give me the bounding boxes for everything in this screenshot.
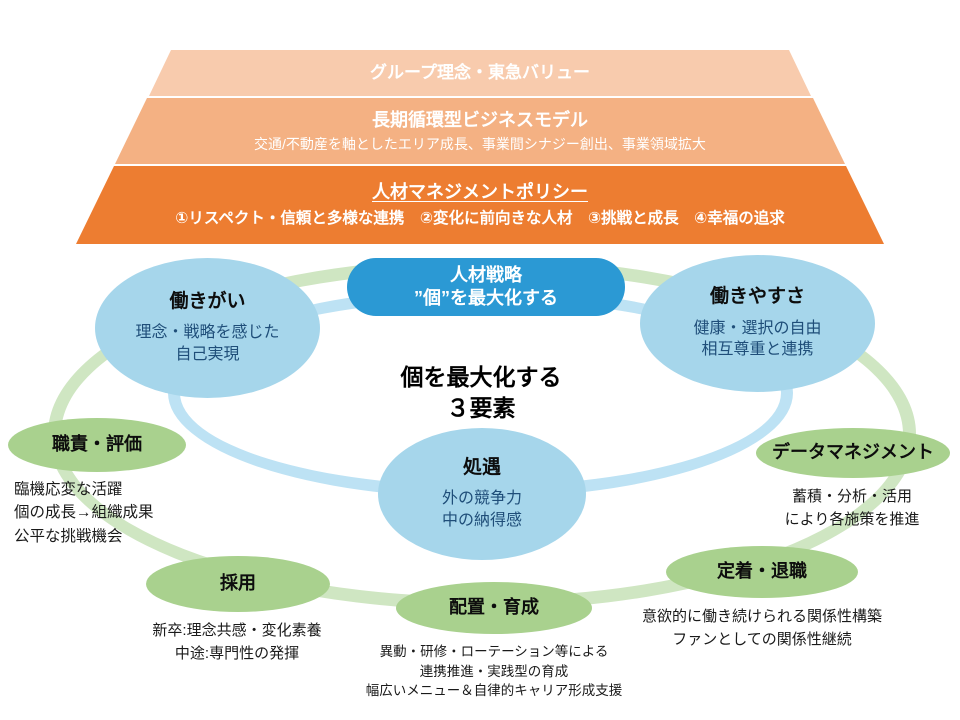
pyramid-layer-business-model: 長期循環型ビジネスモデル 交通/不動産を軸としたエリア成長、事業間シナジー創出、… bbox=[115, 98, 845, 164]
node-responsibility-evaluation: 職責・評価 bbox=[8, 418, 186, 472]
node-ease-of-working: 働きやすさ 健康・選択の自由 相互尊重と連携 bbox=[640, 255, 875, 392]
pyramid-layer-hr-policy: 人材マネジメントポリシー ①リスペクト・信頼と多様な連携 ②変化に前向きな人材 … bbox=[76, 166, 884, 244]
node-data-management-title: データマネジメント bbox=[772, 442, 934, 463]
node-placement-development-desc: 異動・研修・ローテーション等による 連携推進・実践型の育成 幅広いメニュー＆自律… bbox=[365, 644, 623, 699]
node-responsibility-evaluation-desc: 臨機応変な活躍 個の成長→組織成果 公平な挑戦機会 bbox=[14, 481, 154, 545]
node-placement-development-title: 配置・育成 bbox=[449, 597, 539, 618]
pyramid-layer-2-title: 長期循環型ビジネスモデル bbox=[372, 110, 588, 131]
node-job-satisfaction-desc: 理念・戦略を感じた 自己実現 bbox=[135, 324, 280, 363]
node-responsibility-evaluation-title: 職責・評価 bbox=[52, 434, 142, 455]
pyramid-layer-group-philosophy: グループ理念・東急バリュー bbox=[149, 50, 811, 96]
hr-strategy-subtitle: ”個”を最大化する bbox=[414, 288, 558, 308]
hr-strategy-box: 人材戦略 ”個”を最大化する bbox=[347, 258, 625, 316]
node-recruitment: 採用 bbox=[146, 556, 330, 612]
node-data-management: データマネジメント bbox=[756, 428, 950, 478]
node-job-satisfaction: 働きがい 理念・戦略を感じた 自己実現 bbox=[95, 258, 320, 398]
hr-strategy-title: 人材戦略 bbox=[450, 264, 522, 285]
node-compensation: 処遇 外の競争力 中の納得感 bbox=[378, 428, 586, 560]
node-job-satisfaction-title: 働きがい bbox=[169, 290, 246, 312]
node-recruitment-title: 採用 bbox=[220, 573, 256, 594]
node-ease-of-working-desc: 健康・選択の自由 相互尊重と連携 bbox=[693, 319, 822, 359]
pyramid-layer-2-subtitle: 交通/不動産を軸としたエリア成長、事業間シナジー創出、事業領域拡大 bbox=[254, 135, 706, 152]
node-retention-turnover-desc: 意欲的に働き続けられる関係性構築 ファンとしての関係性継続 bbox=[641, 608, 882, 648]
pyramid-layer-3-title: 人材マネジメントポリシー bbox=[372, 182, 588, 203]
node-retention-turnover: 定着・退職 bbox=[666, 546, 858, 598]
node-compensation-title: 処遇 bbox=[462, 456, 501, 478]
node-retention-turnover-title: 定着・退職 bbox=[717, 561, 807, 582]
node-recruitment-desc: 新卒:理念共感・変化素養 中途:専門性の発揮 bbox=[152, 622, 322, 662]
pyramid-layer-1-title: グループ理念・東急バリュー bbox=[370, 63, 590, 83]
pyramid-layer-3-subtitle: ①リスペクト・信頼と多様な連携 ②変化に前向きな人材 ③挑戦と成長 ④幸福の追求 bbox=[175, 209, 785, 227]
node-compensation-desc: 外の競争力 中の納得感 bbox=[441, 490, 522, 529]
core-label: 個を最大化する ３要素 bbox=[400, 364, 562, 422]
node-data-management-desc: 蓄積・分析・活用 により各施策を推進 bbox=[784, 488, 920, 528]
node-ease-of-working-title: 働きやすさ bbox=[709, 286, 805, 307]
node-placement-development: 配置・育成 bbox=[396, 582, 592, 634]
